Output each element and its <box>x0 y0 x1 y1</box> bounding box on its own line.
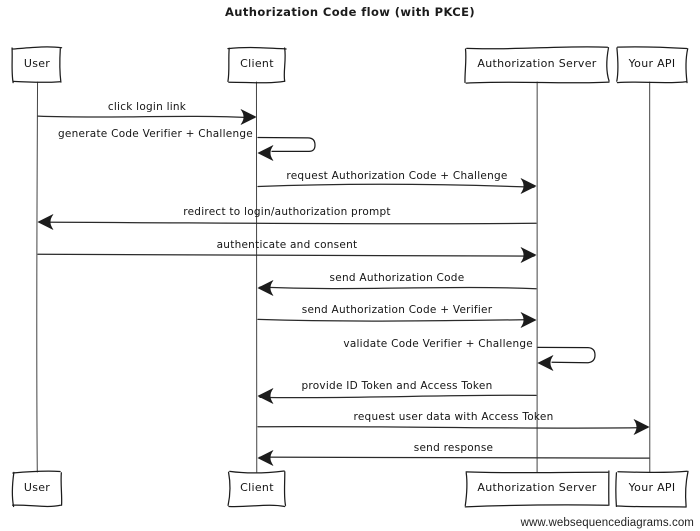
message-6-label: send Authorization Code <box>329 272 465 284</box>
message-7-label: send Authorization Code + Verifier <box>301 304 493 316</box>
actor-box-bottom-user <box>11 471 15 508</box>
message-8-arrowhead <box>537 355 554 371</box>
message-3-arrowhead <box>520 178 537 194</box>
message-2-label: generate Code Verifier + Challenge <box>57 128 253 140</box>
message-5-label: authenticate and consent <box>216 239 358 251</box>
message-9-line <box>259 394 537 399</box>
message-6-line <box>259 286 537 290</box>
actor-box-bottom-user <box>60 472 63 506</box>
actor-label-bottom-user: User <box>23 481 51 494</box>
message-10-arrowhead <box>633 419 650 435</box>
actor-box-top-client <box>228 80 286 84</box>
actor-box-top-client <box>227 46 287 50</box>
message-2-self-path <box>257 136 316 153</box>
actor-box-bottom-as <box>465 471 609 474</box>
actor-box-top-api <box>685 48 689 84</box>
message-11-arrowhead <box>257 450 274 466</box>
actor-box-top-api <box>617 46 688 50</box>
diagram-title: Authorization Code flow (with PKCE) <box>224 5 475 19</box>
actor-label-top-user: User <box>23 57 51 70</box>
actor-box-bottom-api <box>615 472 618 508</box>
actor-label-bottom-api: Your API <box>628 481 676 494</box>
actor-box-top-api <box>616 81 688 84</box>
actor-box-bottom-user <box>12 470 61 474</box>
actor-box-bottom-client <box>227 471 231 507</box>
actor-box-top-as <box>464 48 467 84</box>
actor-box-top-api <box>616 47 619 82</box>
message-8-label: validate Code Verifier + Challenge <box>343 338 533 350</box>
message-4-label: redirect to login/authorization prompt <box>183 206 391 218</box>
actor-box-top-as <box>465 81 610 84</box>
message-7-arrowhead <box>520 312 537 328</box>
actor-box-bottom-client <box>229 470 285 474</box>
message-10-line <box>257 425 648 429</box>
actor-label-top-api: Your API <box>628 57 676 70</box>
lifeline-user <box>36 81 39 473</box>
message-4-arrowhead <box>37 214 54 230</box>
watermark: www.websequencediagrams.com <box>520 517 694 529</box>
message-5-line <box>37 253 535 257</box>
actor-box-top-user <box>59 48 62 83</box>
message-3-label: request Authorization Code + Challenge <box>286 170 508 182</box>
message-3-line <box>257 183 535 188</box>
message-1-arrowhead <box>240 109 257 125</box>
message-2-arrowhead <box>257 145 274 161</box>
actor-box-top-user <box>12 80 61 83</box>
actor-box-bottom-api <box>616 505 687 508</box>
message-8-self-path <box>537 346 596 364</box>
message-9-arrowhead <box>257 388 274 404</box>
message-11-line <box>259 456 650 459</box>
actor-label-bottom-as: Authorization Server <box>477 481 597 494</box>
message-10-label: request user data with Access Token <box>353 411 554 423</box>
actor-box-bottom-client <box>283 471 287 506</box>
actor-box-top-user <box>11 47 14 84</box>
actor-box-top-client <box>227 47 230 82</box>
actor-box-bottom-api <box>684 470 689 507</box>
message-7-line <box>257 318 535 322</box>
actor-box-bottom-as <box>464 504 609 508</box>
actor-box-bottom-user <box>12 504 62 508</box>
actor-label-top-client: Client <box>240 57 274 70</box>
lifeline-as <box>536 81 538 473</box>
actor-box-bottom-as <box>464 472 468 507</box>
message-9-label: provide ID Token and Access Token <box>301 380 493 392</box>
actor-label-bottom-client: Client <box>240 481 274 494</box>
actor-box-top-client <box>283 47 286 82</box>
message-6-arrowhead <box>257 280 274 296</box>
actor-box-bottom-api <box>617 470 688 474</box>
actor-label-top-as: Authorization Server <box>477 57 597 70</box>
actor-box-top-user <box>11 46 63 50</box>
message-1-line <box>37 115 255 119</box>
actor-box-bottom-client <box>228 504 286 508</box>
message-5-arrowhead <box>520 247 537 263</box>
actor-box-top-as <box>466 46 609 50</box>
message-4-line <box>39 221 537 225</box>
actor-box-top-as <box>606 47 610 82</box>
message-1-label: click login link <box>107 101 187 113</box>
message-11-label: send response <box>413 442 494 454</box>
